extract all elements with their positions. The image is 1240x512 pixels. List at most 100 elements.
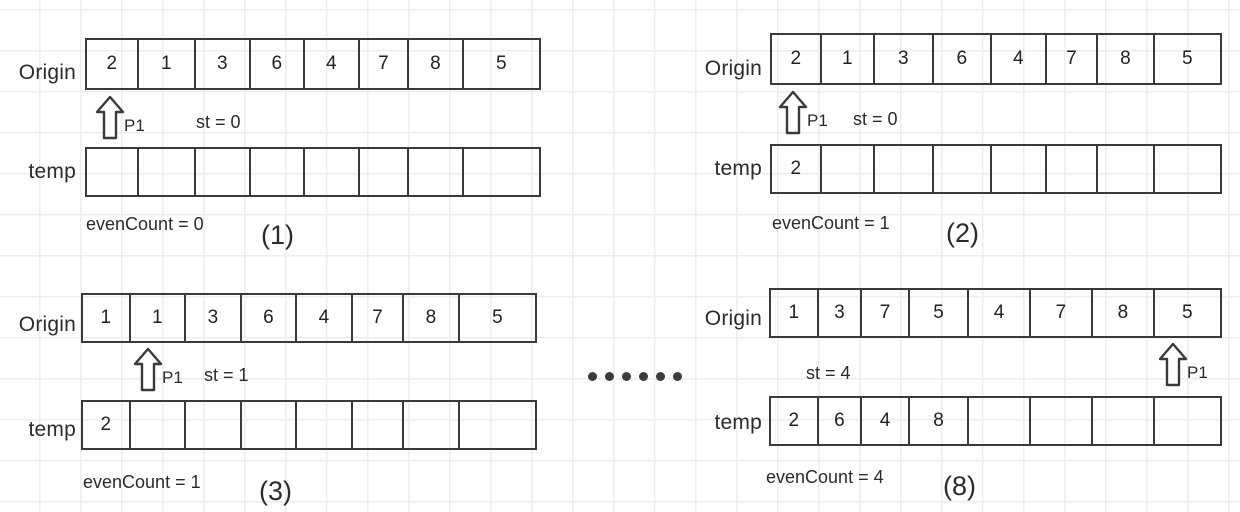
panel-8-origin-cell-4: 4	[969, 290, 1031, 336]
panel-2-even-count: evenCount = 1	[772, 213, 890, 233]
panel-3-temp-cell-5	[353, 402, 405, 448]
panel-8-number: (8)	[943, 471, 976, 501]
panel-3-temp-cell-0: 2	[83, 402, 131, 448]
panel-2-origin-label: Origin	[704, 57, 762, 80]
panel-1-even-count: evenCount = 0	[86, 214, 204, 234]
panel-2-pointer-label: P1	[807, 111, 828, 130]
panel-3-origin-cell-7: 5	[492, 306, 503, 328]
panel-1-number: (1)	[261, 220, 294, 250]
panel-2-temp-cell-0: 2	[772, 146, 822, 192]
panel-2-origin-cell-1: 1	[822, 35, 876, 83]
panel-8-pointer-label: P1	[1187, 363, 1208, 382]
panel-2-temp-cell-6	[1098, 146, 1155, 192]
panel-8-temp-cell-1: 6	[819, 398, 863, 444]
panel-8-origin-cell-3: 5	[910, 290, 970, 336]
panel-8-even-count: evenCount = 4	[766, 467, 884, 487]
panel-2-origin-cell-6: 8	[1098, 35, 1155, 83]
panel-1-origin-cell-6: 8	[409, 40, 464, 88]
panel-8-origin-cell-7: 5	[1182, 301, 1193, 323]
panel-3-temp-cell-4	[297, 402, 353, 448]
panel-3-origin-cell-4: 4	[297, 295, 353, 341]
panel-1-origin-cell-1: 1	[139, 40, 197, 88]
panel-1-pointer-p1: P1	[95, 95, 145, 140]
panel-3-temp-cell-2	[186, 402, 242, 448]
panel-2-origin-cell-3: 6	[934, 35, 993, 83]
panel-8-temp-cell-7	[1155, 398, 1220, 444]
panel-2-temp-cell-3	[934, 146, 993, 192]
panel-1-temp-cell-6	[409, 149, 464, 195]
panel-2-origin-row: 2 1 3 6 4 7 8 5	[770, 33, 1222, 85]
panel-3-st-text: st = 1	[204, 365, 249, 385]
ellipsis-dot	[588, 372, 597, 381]
panel-3-origin-cell-1: 1	[131, 295, 187, 341]
panel-3-temp-cell-6	[404, 402, 460, 448]
panel-8-temp-label: temp	[714, 411, 762, 434]
ellipsis-dot	[673, 372, 682, 381]
panel-1-origin-cell-0: 2	[87, 40, 139, 88]
panel-1-origin-row: 2 1 3 6 4 7 8 5	[85, 38, 541, 90]
ellipsis-dot	[656, 372, 665, 381]
panel-2-temp-cell-4	[992, 146, 1047, 192]
panel-3-origin-cell-6: 8	[404, 295, 460, 341]
panel-8-temp-row: 2 6 4 8	[769, 396, 1222, 446]
panel-8-temp-cell-2: 4	[862, 398, 910, 444]
panel-1-st-text: st = 0	[196, 112, 241, 132]
panel-1-origin-cell-2: 3	[196, 40, 251, 88]
panel-1-origin-cell-3: 6	[251, 40, 306, 88]
panel-1-temp-cell-4	[305, 149, 360, 195]
panel-1-temp-label: temp	[28, 160, 76, 183]
ellipsis-dots	[588, 372, 682, 381]
panel-2-temp-cell-5	[1047, 146, 1099, 192]
panel-2-origin-cell-5: 7	[1047, 35, 1099, 83]
panel-3-origin-row: 1 1 3 6 4 7 8 5	[81, 293, 537, 343]
panel-2-temp-label: temp	[714, 157, 762, 180]
ellipsis-dot	[605, 372, 614, 381]
panel-1-origin-cell-5: 7	[360, 40, 410, 88]
ellipsis-dot	[639, 372, 648, 381]
panel-2-st-text: st = 0	[853, 109, 898, 129]
panel-3-temp-row: 2	[81, 400, 537, 450]
panel-1-origin-cell-4: 4	[305, 40, 360, 88]
panel-1-temp-cell-7	[464, 149, 539, 195]
panel-3-even-count: evenCount = 1	[83, 472, 201, 492]
panel-3-pointer-p1: P1	[133, 347, 183, 392]
panel-8-temp-cell-4	[969, 398, 1031, 444]
panel-8-origin-cell-2: 7	[862, 290, 910, 336]
panel-1-temp-cell-3	[251, 149, 306, 195]
panel-8-pointer-p1: P1	[1158, 342, 1208, 387]
panel-1-temp-cell-5	[360, 149, 410, 195]
panel-8-temp-cell-5	[1031, 398, 1094, 444]
panel-3-temp-cell-3	[242, 402, 298, 448]
panel-8-origin-label: Origin	[704, 307, 762, 330]
panel-8-origin-cell-1: 3	[819, 290, 863, 336]
panel-3-origin-label: Origin	[18, 313, 76, 336]
panel-1-temp-cell-2	[196, 149, 251, 195]
panel-8-origin-cell-6: 8	[1093, 290, 1155, 336]
panel-3-origin-cell-3: 6	[242, 295, 298, 341]
panel-2-origin-cell-7: 5	[1182, 47, 1193, 69]
panel-3-number: (3)	[259, 476, 292, 506]
panel-1-temp-cell-1	[139, 149, 197, 195]
panel-3-origin-cell-5: 7	[353, 295, 405, 341]
panel-2-pointer-p1: P1	[778, 90, 828, 135]
panel-1-temp-row	[85, 147, 541, 197]
panel-2-temp-row: 2	[770, 144, 1222, 194]
panel-3-pointer-label: P1	[162, 368, 183, 387]
panel-8-origin-row: 1 3 7 5 4 7 8 5	[769, 288, 1222, 338]
panel-2-number: (2)	[946, 218, 979, 248]
panel-1-origin-cell-7: 5	[496, 52, 507, 74]
panel-3-origin-cell-2: 3	[186, 295, 242, 341]
panel-8-origin-cell-5: 7	[1031, 290, 1094, 336]
panel-8-st-text: st = 4	[806, 363, 851, 383]
panel-3-temp-cell-7	[460, 402, 535, 448]
panel-2-temp-cell-1	[822, 146, 876, 192]
panel-2-origin-cell-0: 2	[772, 35, 822, 83]
panel-2-origin-cell-2: 3	[875, 35, 934, 83]
panel-3-origin-cell-0: 1	[83, 295, 131, 341]
panel-8-temp-cell-6	[1093, 398, 1155, 444]
ellipsis-dot	[622, 372, 631, 381]
panel-1-origin-label: Origin	[18, 61, 76, 84]
panel-2-temp-cell-2	[875, 146, 934, 192]
panel-1-temp-cell-0	[87, 149, 139, 195]
panel-3-temp-cell-1	[131, 402, 187, 448]
